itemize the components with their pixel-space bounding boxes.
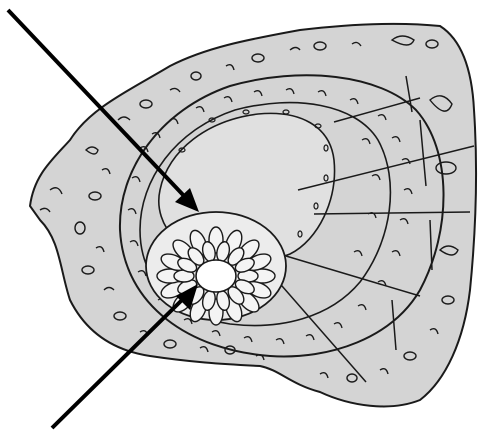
- rosette-lumen: [196, 260, 236, 292]
